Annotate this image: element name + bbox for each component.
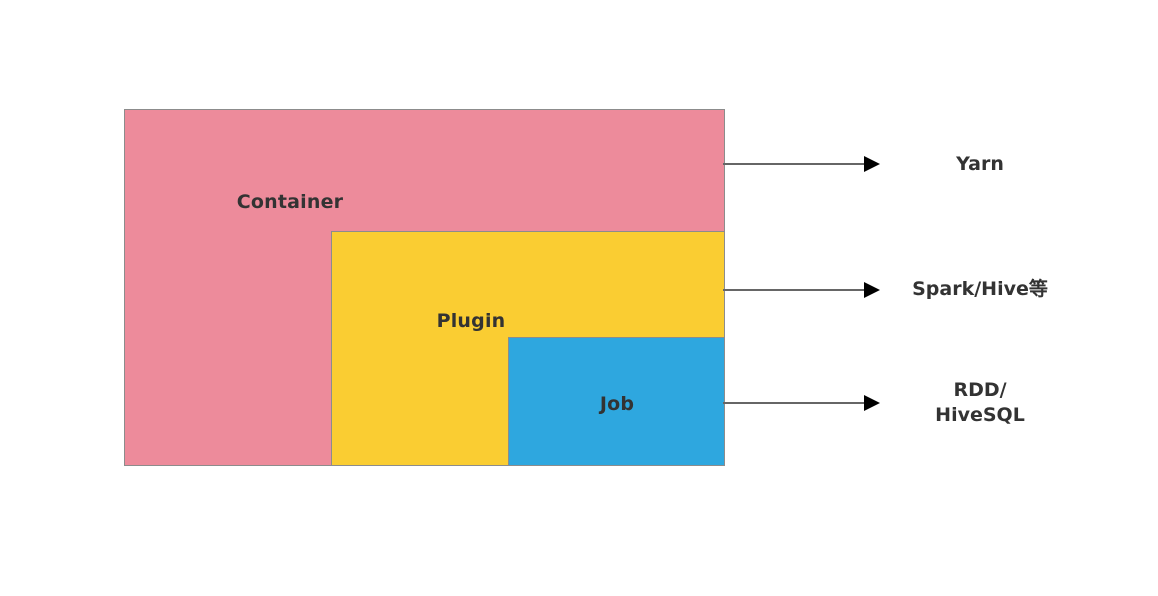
job-box[interactable]: Job [508, 337, 725, 466]
rdd-connector-arrow [723, 393, 880, 413]
arrow-line [723, 163, 864, 165]
spark-connector-arrow [723, 280, 880, 300]
yarn-connector-arrow [723, 154, 880, 174]
rdd-hivesql-label: RDD/ HiveSQL [935, 379, 1025, 426]
arrow-head-icon [864, 156, 880, 172]
arrow-head-icon [864, 282, 880, 298]
arrow-line [723, 402, 864, 404]
arrow-head-icon [864, 395, 880, 411]
job-box-label: Job [599, 393, 635, 415]
plugin-box-label: Plugin [436, 310, 506, 332]
arrow-line [723, 289, 864, 291]
yarn-label: Yarn [956, 153, 1004, 175]
container-box-label: Container [236, 191, 344, 213]
spark-hive-label: Spark/Hive等 [912, 278, 1048, 300]
